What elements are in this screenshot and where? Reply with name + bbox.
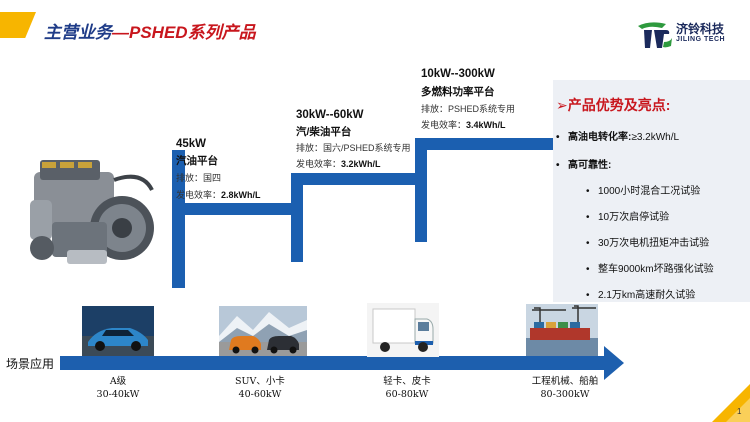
bullet-icon: • bbox=[556, 160, 560, 171]
slide-title: 主营业务—PSHED系列产品 bbox=[44, 23, 256, 42]
scene-name-machinery: 工程机械、船舶 bbox=[531, 376, 599, 387]
scene-timeline-arrow bbox=[60, 346, 624, 380]
gen3-tag: 三代 PSHED系统 bbox=[432, 166, 548, 198]
gen2-face bbox=[303, 185, 415, 262]
gen2-spec: 30kW--60kW 汽/柴油平台 排放：国六/PSHED系统专用 发电效率：3… bbox=[296, 108, 411, 171]
gen3-tag-system: PSHED系统 bbox=[458, 184, 522, 196]
reliability-test-3: •30万次电机扭矩冲击试验 bbox=[586, 238, 710, 249]
gen3-tag-title: 三代 bbox=[477, 167, 503, 181]
advantage-item-efficiency: •高油电转化率:≥3.2kWh/L bbox=[556, 132, 680, 143]
reliability-test-5: •2.1万km高速耐久试验 bbox=[586, 290, 696, 301]
gen2-tag-title: 二代 bbox=[346, 196, 372, 210]
company-logo: 济铃科技 JILING TECH bbox=[636, 18, 746, 52]
gen1-tag-title: 一代 bbox=[226, 231, 252, 245]
corner-accent-shape bbox=[712, 384, 750, 422]
scene-caption-truck: 轻卡、皮卡 60-80kW bbox=[362, 375, 452, 401]
engine-generator-illustration bbox=[30, 160, 154, 264]
staircase-bar-3 bbox=[415, 138, 553, 150]
scene-name-a: A级 bbox=[109, 376, 127, 387]
scene-name-suv: SUV、小卡 bbox=[235, 376, 285, 387]
gen1-emission: 排放：国四 bbox=[176, 173, 222, 183]
gen3-emission: 排放：PSHED系统专用 bbox=[421, 104, 516, 114]
slide-title-suffix: —PSHED系列产品 bbox=[112, 23, 256, 42]
light-truck-image bbox=[367, 303, 439, 357]
reliability-test-1: •1000小时混合工况试验 bbox=[586, 186, 701, 197]
arrow-bullet-icon: ➢ bbox=[556, 97, 568, 113]
logo-mark-icon bbox=[638, 22, 672, 48]
gen3-platform: 多燃料功率平台 bbox=[421, 86, 495, 98]
sedan-image bbox=[82, 306, 154, 356]
gen1-platform: 汽油平台 bbox=[176, 155, 218, 167]
gen3-face bbox=[427, 150, 553, 242]
bullet-icon: • bbox=[586, 186, 590, 197]
gen1-tag: 一代 PSHED系统 bbox=[190, 230, 288, 262]
scene-caption-machinery: 工程机械、船舶 80-300kW bbox=[510, 375, 620, 401]
scene-range-suv: 40-60kW bbox=[238, 389, 282, 400]
suv-image bbox=[219, 306, 307, 356]
gen2-efficiency: 发电效率：3.2kWh/L bbox=[296, 159, 381, 169]
gen1-efficiency: 发电效率：2.8kWh/L bbox=[176, 190, 261, 200]
gen2-tag-system: PSHED系统 bbox=[327, 213, 391, 225]
gen3-spec: 10kW--300kW 多燃料功率平台 排放：PSHED系统专用 发电效率：3.… bbox=[421, 67, 515, 132]
bullet-icon: • bbox=[586, 212, 590, 223]
scene-range-truck: 60-80kW bbox=[385, 389, 429, 400]
scene-caption-suv: SUV、小卡 40-60kW bbox=[210, 375, 310, 401]
gen2-power: 30kW--60kW bbox=[296, 109, 364, 121]
scene-range-machinery: 80-300kW bbox=[540, 389, 590, 400]
step-notch-1 bbox=[172, 215, 185, 288]
gen2-tag: 二代 PSHED系统 bbox=[306, 195, 412, 227]
logo-name-cn: 济铃科技 bbox=[676, 22, 725, 36]
gen3-efficiency: 发电效率：3.4kWh/L bbox=[421, 120, 506, 130]
gen1-face bbox=[185, 215, 291, 288]
advantage-item-reliability: •高可靠性: bbox=[556, 160, 612, 171]
reliability-test-4: •整车9000km坏路强化试验 bbox=[586, 264, 714, 275]
logo-name-en: JILING TECH bbox=[676, 36, 726, 43]
bullet-icon: • bbox=[556, 132, 560, 143]
advantages-title: ➢产品优势及亮点: bbox=[556, 97, 671, 113]
gen3-power: 10kW--300kW bbox=[421, 68, 495, 80]
bullet-icon: • bbox=[586, 264, 590, 275]
scene-caption-a: A级 30-40kW bbox=[78, 375, 158, 401]
scene-application-label: 场景应用 bbox=[6, 357, 55, 371]
gen1-spec: 45kW 汽油平台 排放：国四 发电效率：2.8kWh/L bbox=[176, 137, 261, 202]
advantages-panel bbox=[553, 80, 750, 302]
gen1-power: 45kW bbox=[176, 138, 207, 150]
scene-range-a: 30-40kW bbox=[96, 389, 140, 400]
bullet-icon: • bbox=[586, 290, 590, 301]
port-crane-ship-image bbox=[526, 304, 598, 356]
scene-name-truck: 轻卡、皮卡 bbox=[383, 376, 431, 387]
gen1-tag-system: PSHED系统 bbox=[207, 248, 271, 260]
page-number: 1 bbox=[737, 407, 742, 416]
reliability-test-2: •10万次启停试验 bbox=[586, 212, 670, 223]
gen2-platform: 汽/柴油平台 bbox=[296, 126, 352, 138]
bullet-icon: • bbox=[586, 238, 590, 249]
gen2-emission: 排放：国六/PSHED系统专用 bbox=[296, 143, 411, 153]
